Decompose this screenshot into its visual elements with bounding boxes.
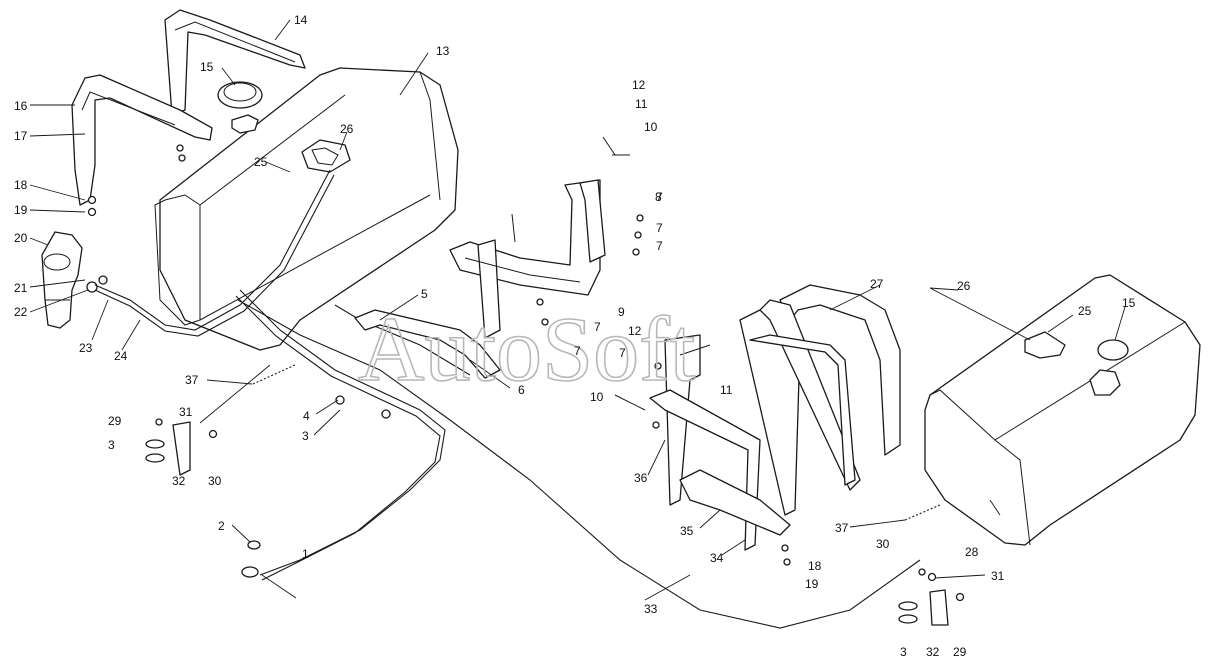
fasteners [87, 136, 791, 566]
callout-34: 34 [710, 551, 724, 565]
callout-29: 29 [953, 645, 967, 659]
callout-1: 1 [302, 547, 309, 561]
callout-4: 4 [303, 409, 310, 423]
callout-35: 35 [680, 524, 694, 538]
callout-labels: 1 2 3 3 3 4 5 6 7 7 7 7 7 7 8 9 10 10 11… [14, 13, 1136, 659]
callout-3: 3 [108, 438, 115, 452]
callout-12: 12 [632, 78, 646, 92]
tank-strap-16 [71, 74, 213, 206]
callout-26: 26 [957, 279, 971, 293]
callout-32: 32 [172, 474, 186, 488]
callout-31: 31 [991, 569, 1005, 583]
callout-7: 7 [656, 239, 663, 253]
callout-12: 12 [628, 324, 642, 338]
callout-37: 37 [185, 373, 199, 387]
callout-11: 11 [635, 97, 648, 111]
callout-7: 7 [656, 190, 663, 204]
callout-16: 16 [14, 99, 28, 113]
callout-31: 31 [179, 405, 193, 419]
callout-14: 14 [294, 13, 308, 27]
callout-27: 27 [870, 277, 884, 291]
callout-11: 11 [720, 383, 733, 397]
callout-32: 32 [926, 645, 940, 659]
callout-37: 37 [835, 521, 849, 535]
callout-23: 23 [79, 341, 93, 355]
callout-28: 28 [965, 545, 979, 559]
watermark: AutoSoft [358, 298, 696, 400]
callout-5: 5 [421, 287, 428, 301]
callout-19: 19 [14, 203, 28, 217]
callout-13: 13 [436, 44, 450, 58]
bracket-assembly-36 [649, 309, 801, 551]
callout-7: 7 [574, 344, 581, 358]
callout-19: 19 [805, 577, 819, 591]
callout-25: 25 [1078, 304, 1092, 318]
callout-9: 9 [618, 305, 625, 319]
callout-3: 3 [302, 429, 309, 443]
callout-2: 2 [218, 519, 225, 533]
leader-lines [29, 19, 1126, 601]
callout-22: 22 [14, 305, 28, 319]
bracket-assembly-9 [449, 179, 606, 339]
callout-29: 29 [108, 414, 122, 428]
callout-8: 8 [655, 190, 662, 204]
callout-10: 10 [590, 390, 604, 404]
callout-30: 30 [876, 537, 890, 551]
callout-18: 18 [808, 559, 822, 573]
callout-17: 17 [14, 129, 28, 143]
filler-cap-left [217, 81, 263, 134]
part-37-right [904, 504, 941, 521]
fuel-tank-right [924, 274, 1201, 546]
callout-18: 18 [14, 178, 28, 192]
callout-7: 7 [619, 346, 626, 360]
callout-15: 15 [200, 60, 214, 74]
fuel-lines [94, 169, 921, 629]
callout-25: 25 [254, 155, 268, 169]
callout-33: 33 [644, 602, 658, 616]
callout-21: 21 [14, 281, 28, 295]
clamp-assembly-right [898, 568, 965, 626]
callout-26: 26 [340, 122, 354, 136]
callout-10: 10 [644, 120, 658, 134]
bracket-assembly-6 [354, 309, 501, 379]
clamp-assembly-left [145, 418, 218, 476]
callout-30: 30 [208, 474, 222, 488]
callout-3: 3 [900, 645, 907, 659]
callout-36: 36 [634, 471, 648, 485]
callout-7: 7 [594, 320, 601, 334]
callout-15: 15 [1122, 296, 1136, 310]
fuel-filter [41, 231, 108, 329]
part-37-left [252, 364, 296, 385]
callout-20: 20 [14, 231, 28, 245]
callout-6: 6 [518, 383, 525, 397]
callout-7: 7 [656, 221, 663, 235]
callout-24: 24 [114, 349, 128, 363]
